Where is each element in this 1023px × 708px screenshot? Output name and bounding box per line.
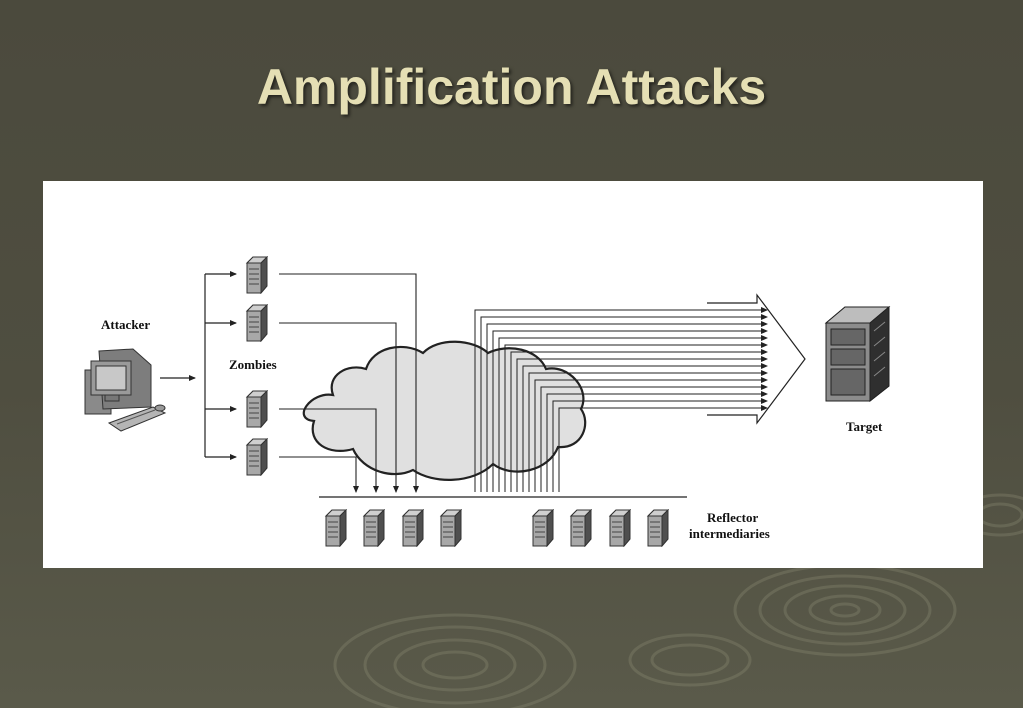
reflector-server-icon (570, 509, 592, 547)
zombie-server-icon (246, 390, 268, 428)
zombie-server-icon (246, 256, 268, 294)
reflector-server-icon (647, 509, 669, 547)
zombie-control-paths (279, 273, 419, 493)
zombie-server-icon (246, 304, 268, 342)
intermediaries-label: intermediaries (689, 526, 770, 541)
target-label: Target (846, 419, 883, 434)
reflector-server-icon (325, 509, 347, 547)
reflector-server-icon (609, 509, 631, 547)
amplification-arrow-icon (707, 293, 806, 425)
target-server-rack-icon (824, 305, 891, 403)
attacker-label: Attacker (101, 317, 150, 332)
reflector-server-icon (532, 509, 554, 547)
zombies-label: Zombies (229, 357, 277, 372)
amplified-traffic-flows (474, 307, 768, 492)
attacker-computer-icon (84, 348, 167, 432)
reflector-server-icon (440, 509, 462, 547)
network-cloud-icon (302, 340, 587, 481)
amplification-diagram: Attacker Zombies (43, 181, 983, 568)
zombie-server-icon (246, 438, 268, 476)
reflector-label: Reflector (707, 510, 758, 525)
reflector-server-icon (363, 509, 385, 547)
reflector-server-icon (402, 509, 424, 547)
slide-title: Amplification Attacks (256, 59, 767, 115)
